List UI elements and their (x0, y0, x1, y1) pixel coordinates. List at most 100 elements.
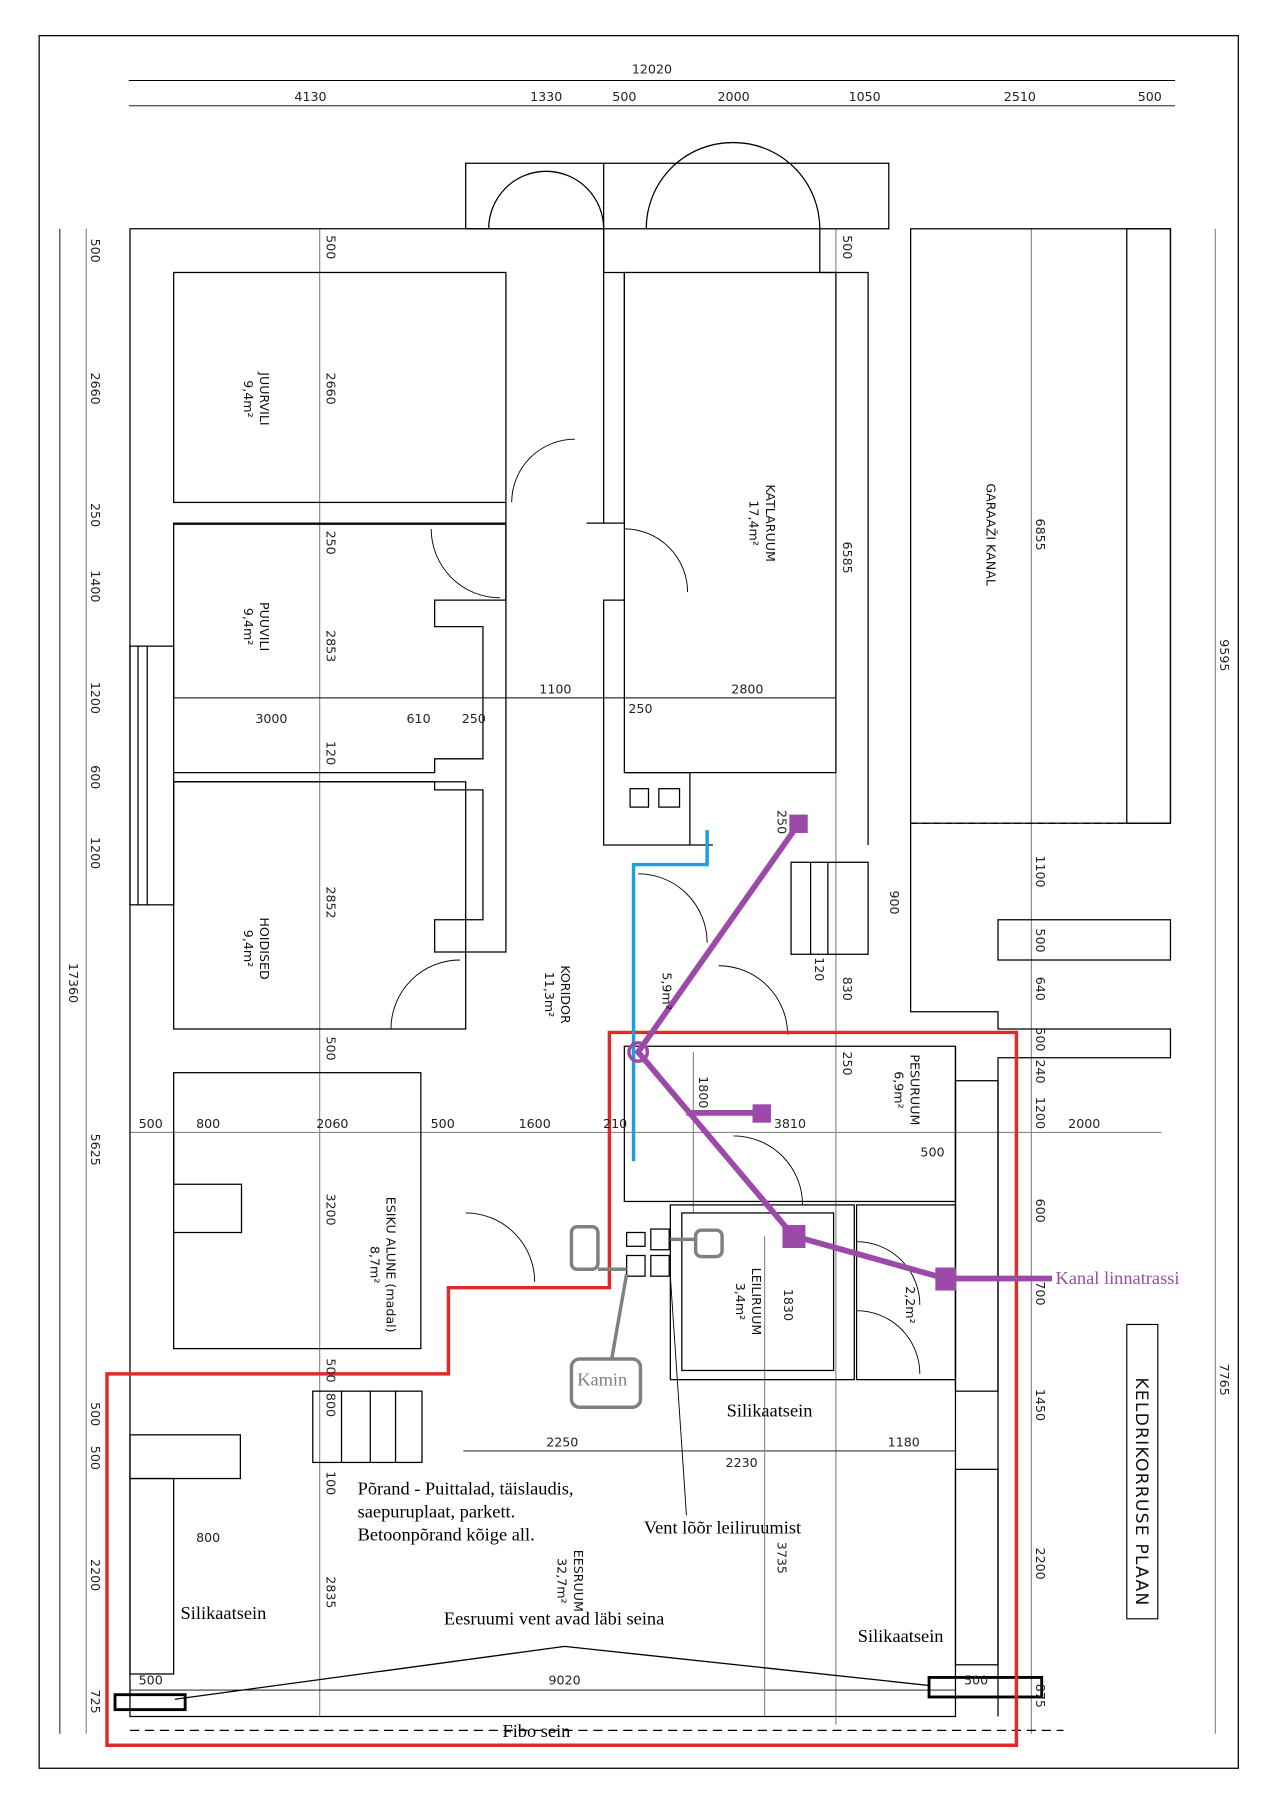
dimension-label: 250 (324, 531, 339, 555)
dimension-label: 2230 (726, 1455, 758, 1470)
vent-duct (569, 1225, 724, 1409)
dimension-label: 3735 (774, 1542, 789, 1574)
fibo-wall-note: Fibo sein (502, 1721, 570, 1741)
dimension-label: 2000 (1068, 1116, 1100, 1131)
dimension-label: 3200 (324, 1193, 339, 1225)
dimension-label: 5625 (88, 1134, 103, 1166)
dimension-label: 830 (840, 977, 855, 1001)
plan-title: KELDRIKORRUSE PLAAN (1131, 1377, 1151, 1606)
dimension-label: 2835 (324, 1576, 339, 1608)
dimension-label: 100 (324, 1471, 339, 1495)
dimension-label: 800 (324, 1393, 339, 1417)
room-name-eesruum: EESRUUM (571, 1550, 586, 1612)
room-name-juurvili: JUURVILI (257, 371, 272, 425)
room-area-eesruum: 32,7m² (555, 1558, 570, 1603)
dimension-label: 800 (196, 1530, 220, 1545)
room-leiliruum (681, 1212, 835, 1372)
room-area-hoidised: 9,4m² (241, 930, 256, 967)
room-name-puuvili: PUUVILI (257, 602, 272, 651)
dimension-label: 900 (887, 890, 902, 914)
dimension-label: 250 (462, 711, 486, 726)
floor-note-line1: Põrand - Puittalad, täislaudis, (358, 1479, 574, 1499)
room-area-pesuruum: 6,9m² (892, 1071, 907, 1108)
sewer-line (627, 814, 1053, 1291)
dimension-label: 500 (324, 1358, 339, 1382)
dimension-label: 250 (840, 1051, 855, 1075)
dimension-label: 7765 (1217, 1364, 1232, 1396)
dimension-label: 2800 (731, 681, 763, 696)
dimension-label: 3000 (255, 711, 287, 726)
dimension-label: 2200 (1033, 1548, 1048, 1580)
dimension-label: 500 (139, 1116, 163, 1131)
dimension-label: 640 (1033, 977, 1048, 1001)
room-area-unnamed: 5,9m² (659, 972, 674, 1009)
dimension-label: 2200 (88, 1559, 103, 1591)
dimension-label: 600 (88, 765, 103, 789)
dimension-label: 700 (1033, 1281, 1048, 1305)
room-juurvili (173, 271, 507, 504)
vent-opening-right (927, 1675, 1044, 1699)
room-name-esiku-alune-madal: ESIKU ALUNE (madal) (383, 1197, 398, 1333)
dimension-label: 725 (88, 1690, 103, 1714)
dimension-label: 610 (406, 711, 430, 726)
dimension-label: 500 (920, 1145, 944, 1160)
dimension-label: 1450 (1033, 1389, 1048, 1421)
dimension-lines (59, 80, 1216, 1734)
dimension-label: 500 (964, 1672, 988, 1687)
dimension-label: 1100 (1033, 855, 1048, 887)
renovation-boundary (105, 1030, 1019, 1747)
dimension-label: 6585 (840, 542, 855, 574)
room-name-katlaruum: KATLARUUM (763, 484, 778, 562)
title-box (1126, 1323, 1159, 1620)
room-area-leiliruum: 3,4m² (733, 1283, 748, 1320)
dimension-label: 12020 (632, 62, 672, 77)
dimension-label: 500 (612, 89, 636, 104)
room-area-juurvili: 9,4m² (241, 380, 256, 417)
room-area-unnamed: 2,2m² (903, 1286, 918, 1323)
room-name-garaa-i-kanal: GARAAŽI KANAL (984, 483, 999, 585)
stairs-upper (790, 861, 869, 955)
dimension-label: 1180 (888, 1434, 920, 1449)
stairs-lower (312, 1390, 423, 1464)
dimension-label: 1830 (781, 1289, 796, 1321)
vent-opening-left (113, 1693, 187, 1712)
dimension-label: 500 (431, 1116, 455, 1131)
vent-flue-note: Vent lõõr leiliruumist (644, 1518, 801, 1538)
wall-note-right: Silikaatsein (858, 1626, 944, 1646)
dimension-label: 9595 (1217, 639, 1232, 671)
room-katlaruum (623, 271, 837, 774)
room-esiku-alune (173, 1072, 422, 1350)
dimension-label: 250 (774, 810, 789, 834)
dimension-label: 2000 (718, 89, 750, 104)
dimension-label: 1100 (539, 681, 571, 696)
dimension-label: 1200 (88, 682, 103, 714)
wall-note-center: Silikaatsein (727, 1400, 813, 1420)
dimension-label: 875 (1033, 1684, 1048, 1708)
dimension-label: 1600 (519, 1116, 551, 1131)
room-name-pesuruum: PESURUUM (908, 1054, 923, 1125)
dimension-label: 500 (88, 1446, 103, 1470)
dimension-label: 500 (1138, 89, 1162, 104)
dimension-label: 500 (88, 239, 103, 263)
dimension-label: 2060 (316, 1116, 348, 1131)
fireplace-label: Kamin (577, 1369, 627, 1389)
room-area-koridor: 11,3m² (542, 972, 557, 1017)
fireplace-symbol (569, 1357, 643, 1409)
dimension-label: 240 (1033, 1059, 1048, 1083)
dimension-label: 500 (840, 235, 855, 259)
dimension-label: 500 (324, 235, 339, 259)
vent-leader (669, 1276, 687, 1516)
dimension-label: 500 (1033, 928, 1048, 952)
room-area-esiku-alune-madal: 8,7m² (367, 1246, 382, 1283)
dimension-label: 3810 (774, 1116, 806, 1131)
dimension-label: 2250 (546, 1434, 578, 1449)
dimension-label: 2853 (324, 630, 339, 662)
sewer-note: Kanal linnatrassi (1055, 1268, 1179, 1288)
room-name-hoidised: HOIDISED (257, 917, 272, 979)
dimension-label: 500 (88, 1402, 103, 1426)
dimension-label: 800 (196, 1116, 220, 1131)
dimension-label: 210 (603, 1116, 627, 1131)
vent-lines (174, 1645, 930, 1700)
